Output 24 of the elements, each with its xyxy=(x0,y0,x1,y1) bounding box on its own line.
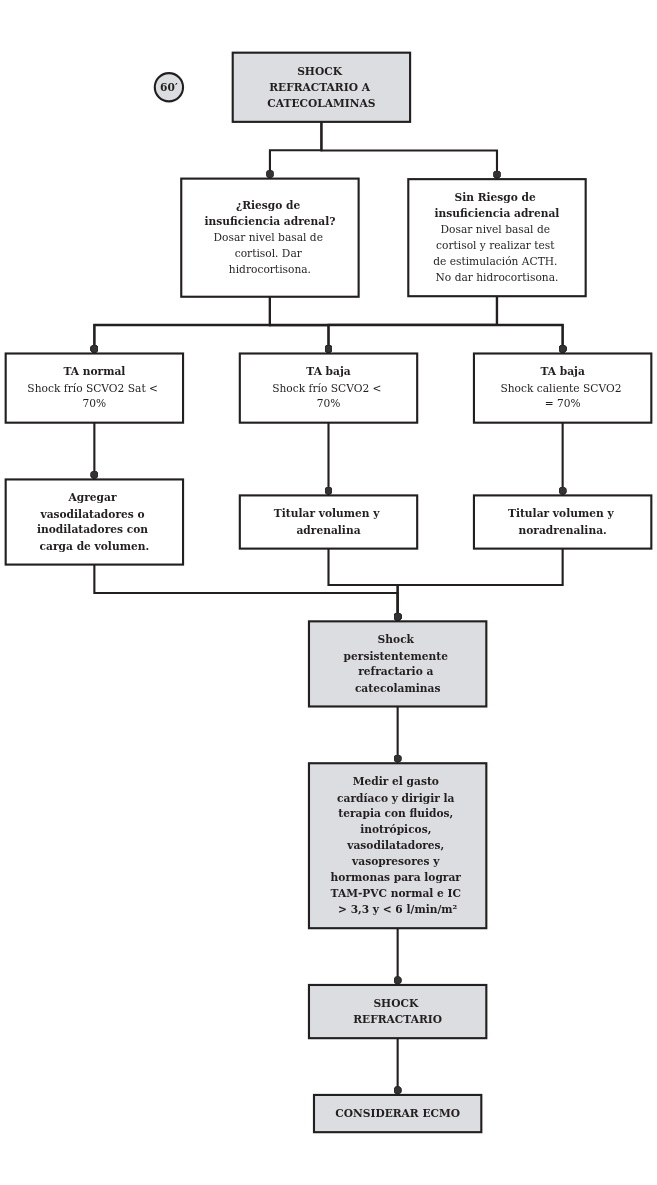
node-box: Titular volumen y adrenalina xyxy=(238,494,419,550)
node-box: CONSIDERAR ECMO xyxy=(312,1093,483,1134)
node-box: SHOCK REFRACTARIO xyxy=(307,983,488,1040)
connector xyxy=(324,422,333,496)
node-box: Titular volumen y noradrenalina. xyxy=(472,494,653,550)
connector xyxy=(320,121,502,180)
connector xyxy=(393,928,402,985)
connector xyxy=(268,296,567,354)
node-box: Medir el gasto cardíaco y dirigir la terapia con fluidos, inotrópicos, vasodilatadores, vasopresores y hormonas para lograr TAM-PVC normal e IC > 3,3 y < 6 l/min/m² xyxy=(307,762,488,930)
node-box: ¿Riesgo de insuficiencia adrenal? Dosar nivel basal de cortisol. Dar hidrocortisona. xyxy=(180,177,360,298)
node-box: Shock persistentemente refractario a catecolaminas xyxy=(307,620,488,708)
node-box: Sin Riesgo de insuficiencia adrenal Dosar nivel basal de cortisol y realizar test de estimulación ACTH. No dar hidrocortisona. xyxy=(407,178,587,298)
node-box: TA normal Shock frío SCVO2 Sat < 70% xyxy=(4,352,185,424)
node-box: TA baja Shock frío SCVO2 < 70% xyxy=(238,352,419,424)
node-box: SHOCK REFRACTARIO A CATECOLAMINAS xyxy=(231,51,412,123)
node-box: Agregar vasodilatadores o inodilatadores con carga de volumen. xyxy=(4,478,185,566)
node-circle: 60′ xyxy=(153,72,185,103)
connector xyxy=(393,1038,402,1095)
connector xyxy=(90,422,99,480)
connector xyxy=(393,706,402,764)
connector xyxy=(393,548,564,622)
node-box: TA baja Shock caliente SCVO2 = 70% xyxy=(472,352,653,424)
connector xyxy=(495,296,567,354)
connector xyxy=(558,422,567,496)
